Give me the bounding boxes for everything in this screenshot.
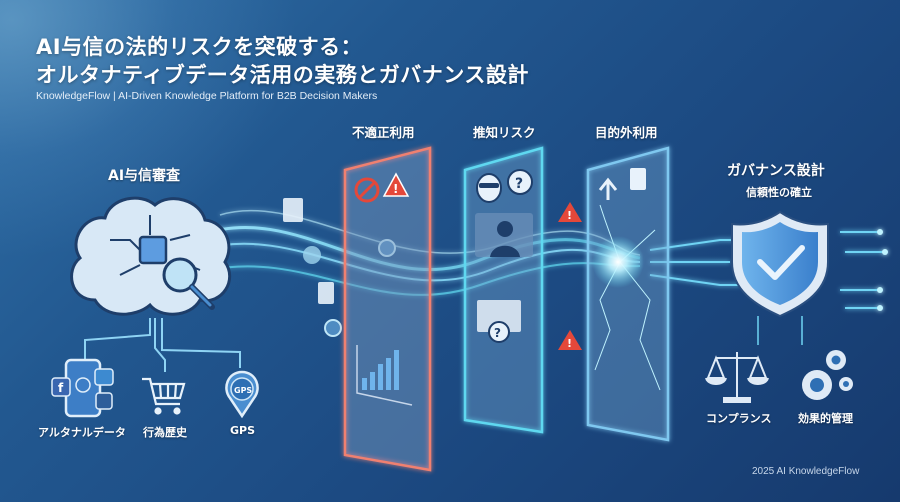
svg-text:!: ! [567,209,572,222]
footer-credit: 2025 AI KnowledgeFlow [752,466,860,477]
svg-text:!: ! [567,337,572,350]
svg-text:f: f [58,381,64,395]
risk-panel-label-improper-use: 不適正利用 [352,125,415,140]
data-source-label-behavior: 行為歴史 [143,426,187,439]
data-source-label-gps: GPS [230,424,256,437]
page-title: AI与信の法的リスクを突破する： オルタナティブデータ活用の実務とガバナンス設計 [36,33,529,89]
scales-icon [705,352,769,403]
effective-management-label: 効果的管理 [798,412,853,425]
compliance-label: コンプランス [706,412,772,425]
page-subtitle: KnowledgeFlow | AI-Driven Knowledge Plat… [36,90,378,102]
brain-chip-magnifier-icon [70,196,241,372]
ai-credit-review-label: AI与信審査 [108,168,181,184]
shopping-cart-icon [142,377,186,415]
title-line-2: オルタナティブデータ活用の実務とガバナンス設計 [36,63,529,87]
governance-subtitle: 信頼性の確立 [746,186,812,199]
svg-text:!: ! [393,182,398,196]
svg-text:?: ? [515,176,523,192]
data-source-label-alternative: アルタナルデータ [38,426,126,439]
bar-chart-icon [362,350,399,390]
smartphone-social-icon: f [51,358,114,418]
title-line-1: AI与信の法的リスクを突破する： [36,35,363,59]
gears-icon [802,350,853,400]
shield-check-icon [731,210,829,345]
risk-panel-label-out-of-purpose: 目的外利用 [595,125,658,140]
risk-panel-out-of-purpose-use [586,146,670,442]
gps-pin-icon: GPS [225,370,259,419]
risk-panel-inference-risk: ? ? [463,146,544,434]
svg-text:GPS: GPS [234,386,252,395]
svg-text:?: ? [494,326,501,340]
risk-panel-label-inference-risk: 推知リスク [473,125,536,140]
governance-title: ガバナンス設計 [727,163,825,179]
risk-panel-improper-use: ! [343,146,432,472]
warning-icon: ! ! [558,202,582,350]
